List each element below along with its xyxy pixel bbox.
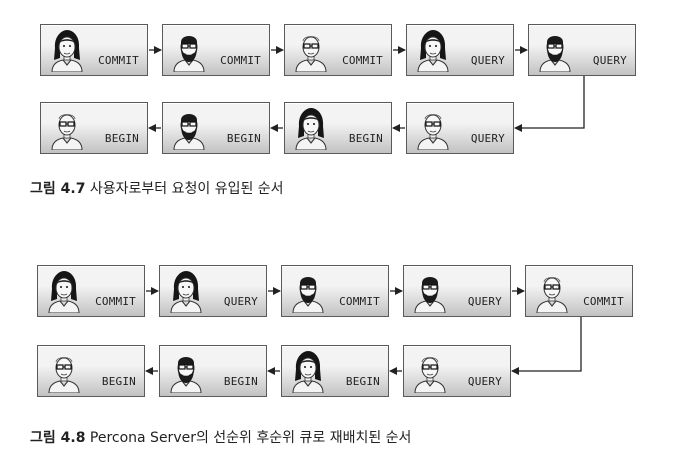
bearded-man-avatar-icon (414, 277, 446, 313)
bald-man-avatar-icon (51, 114, 83, 150)
bald-man-avatar-icon (536, 277, 568, 313)
woman-avatar-icon (295, 108, 327, 150)
request-label: BEGIN (104, 132, 139, 145)
bearded-man-avatar-icon (170, 357, 202, 393)
request-label: QUERY (467, 375, 502, 388)
request-box-commit: COMMIT (525, 265, 633, 317)
bald-man-avatar-icon (414, 357, 446, 393)
request-label: QUERY (592, 54, 627, 67)
caption-text: 사용자로부터 요청이 유입된 순서 (89, 181, 284, 197)
bald-man-avatar-icon (48, 357, 80, 393)
request-label: COMMIT (583, 295, 624, 308)
woman-avatar-icon (292, 351, 324, 393)
request-box-query: QUERY (403, 345, 511, 397)
request-box-begin: BEGIN (40, 102, 148, 154)
caption-figure-4-7: 그림 4.7 사용자로부터 요청이 유입된 순서 (30, 178, 284, 198)
request-box-begin: BEGIN (159, 345, 267, 397)
woman-avatar-icon (48, 271, 80, 313)
bearded-man-avatar-icon (292, 277, 324, 313)
request-box-begin: BEGIN (162, 102, 270, 154)
request-label: COMMIT (220, 54, 261, 67)
request-label: BEGIN (226, 132, 261, 145)
request-label: QUERY (467, 295, 502, 308)
bearded-man-avatar-icon (173, 36, 205, 72)
request-box-query: QUERY (406, 102, 514, 154)
request-box-commit: COMMIT (37, 265, 145, 317)
request-label: BEGIN (348, 132, 383, 145)
request-label: BEGIN (101, 375, 136, 388)
request-label: QUERY (470, 54, 505, 67)
request-label: COMMIT (339, 295, 380, 308)
woman-avatar-icon (170, 271, 202, 313)
request-label: COMMIT (95, 295, 136, 308)
flow-arrow-turn (514, 76, 585, 132)
request-label: QUERY (470, 132, 505, 145)
request-box-query: QUERY (159, 265, 267, 317)
request-label: COMMIT (98, 54, 139, 67)
caption-text: Percona Server의 선순위 후순위 큐로 재배치된 순서 (89, 430, 412, 446)
request-box-begin: BEGIN (37, 345, 145, 397)
request-box-commit: COMMIT (40, 24, 148, 76)
bearded-man-avatar-icon (173, 114, 205, 150)
flow-arrow-turn (511, 317, 582, 375)
request-label: BEGIN (345, 375, 380, 388)
request-box-query: QUERY (403, 265, 511, 317)
request-box-commit: COMMIT (281, 265, 389, 317)
bald-man-avatar-icon (417, 114, 449, 150)
request-box-commit: COMMIT (284, 24, 392, 76)
request-box-begin: BEGIN (284, 102, 392, 154)
request-label: BEGIN (223, 375, 258, 388)
request-box-query: QUERY (406, 24, 514, 76)
request-box-commit: COMMIT (162, 24, 270, 76)
woman-avatar-icon (51, 30, 83, 72)
request-label: COMMIT (342, 54, 383, 67)
bald-man-avatar-icon (295, 36, 327, 72)
caption-figure-4-8: 그림 4.8 Percona Server의 선순위 후순위 큐로 재배치된 순… (30, 427, 411, 447)
caption-number: 그림 4.8 (30, 430, 86, 446)
bearded-man-avatar-icon (539, 36, 571, 72)
request-box-begin: BEGIN (281, 345, 389, 397)
caption-number: 그림 4.7 (30, 181, 86, 197)
request-label: QUERY (223, 295, 258, 308)
woman-avatar-icon (417, 30, 449, 72)
request-box-query: QUERY (528, 24, 636, 76)
